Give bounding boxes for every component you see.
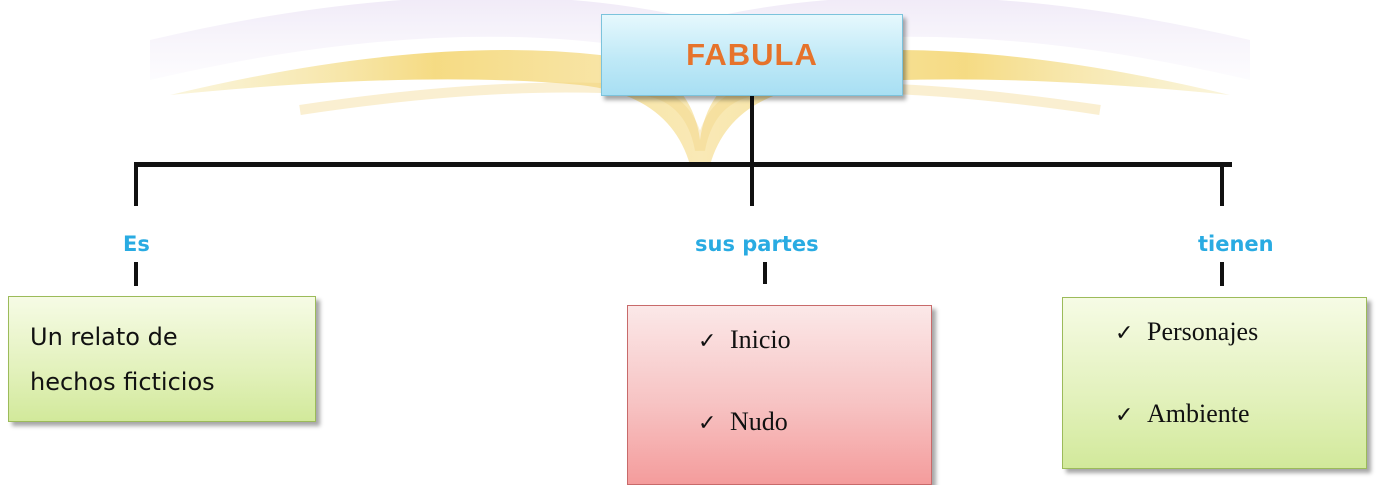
parts-item-label: Nudo [730,407,788,436]
connector-right-lower [1220,262,1224,286]
definition-text: Un relato de hechos ficticios [30,315,215,405]
parts-item-label: Inicio [730,325,791,354]
check-icon: ✓ [698,410,717,435]
check-icon: ✓ [1115,320,1134,345]
horizontal-connector-line [136,162,1232,167]
branch-left-line [134,162,138,206]
root-stem-line [750,96,754,166]
elements-item-label: Personajes [1147,317,1259,346]
connector-middle-lower [763,262,767,284]
elements-item-label: Ambiente [1147,399,1250,428]
elements-box: ✓ Personajes ✓ Ambiente [1062,297,1367,469]
root-node: FABULA [601,14,903,96]
list-item: ✓ Ambiente [1115,396,1250,432]
check-icon: ✓ [698,328,717,353]
definition-box: Un relato de hechos ficticios [8,296,316,422]
list-item: ✓ Inicio [698,322,791,358]
check-icon: ✓ [1115,402,1134,427]
definition-line-1: Un relato de [30,323,178,351]
list-item: ✓ Nudo [698,404,788,440]
list-item: ✓ Personajes [1115,314,1258,350]
root-title: FABULA [686,37,818,72]
branch-right-line [1220,162,1224,206]
connector-left-lower [134,262,138,286]
definition-line-2: hechos ficticios [30,368,215,396]
label-tienen: tienen [1198,232,1274,256]
label-es: Es [123,232,150,256]
branch-middle-line [750,162,754,206]
parts-box: ✓ Inicio ✓ Nudo [627,305,932,485]
label-sus-partes: sus partes [695,232,819,256]
